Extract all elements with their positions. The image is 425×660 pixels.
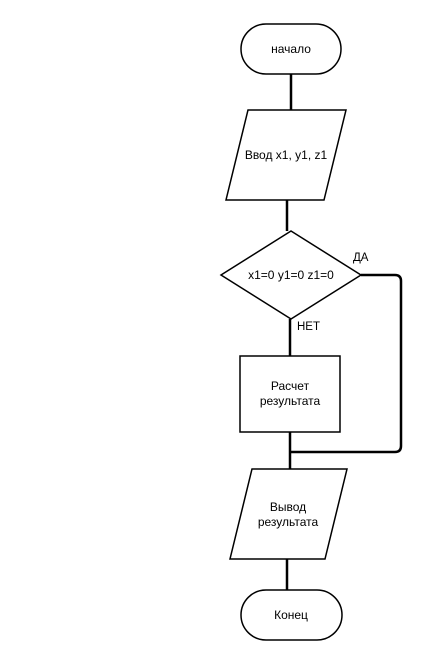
input-node-label: Ввод x1, y1, z1: [245, 148, 328, 162]
decision-node: x1=0 y1=0 z1=0: [219, 230, 363, 320]
output-node: Вывод результата: [229, 468, 348, 560]
start-node: начало: [240, 23, 342, 75]
connectors: [285, 74, 403, 590]
calc-node-label-line1: Расчет: [271, 379, 310, 393]
start-node-label: начало: [271, 42, 311, 56]
output-node-label-line2: результата: [258, 515, 319, 529]
decision-node-label: x1=0 y1=0 z1=0: [248, 268, 334, 282]
end-node-label: Конец: [274, 608, 308, 622]
input-node: Ввод x1, y1, z1: [225, 109, 347, 201]
output-node-label-line1: Вывод: [270, 500, 306, 514]
yes-label: ДА: [353, 252, 369, 264]
calc-node-label-line2: результата: [260, 394, 321, 408]
no-label: НЕТ: [297, 321, 320, 333]
calc-node: Расчет результата: [239, 355, 341, 433]
end-node: Конец: [240, 589, 343, 641]
edge-decision-yes-to-output: [290, 273, 403, 454]
